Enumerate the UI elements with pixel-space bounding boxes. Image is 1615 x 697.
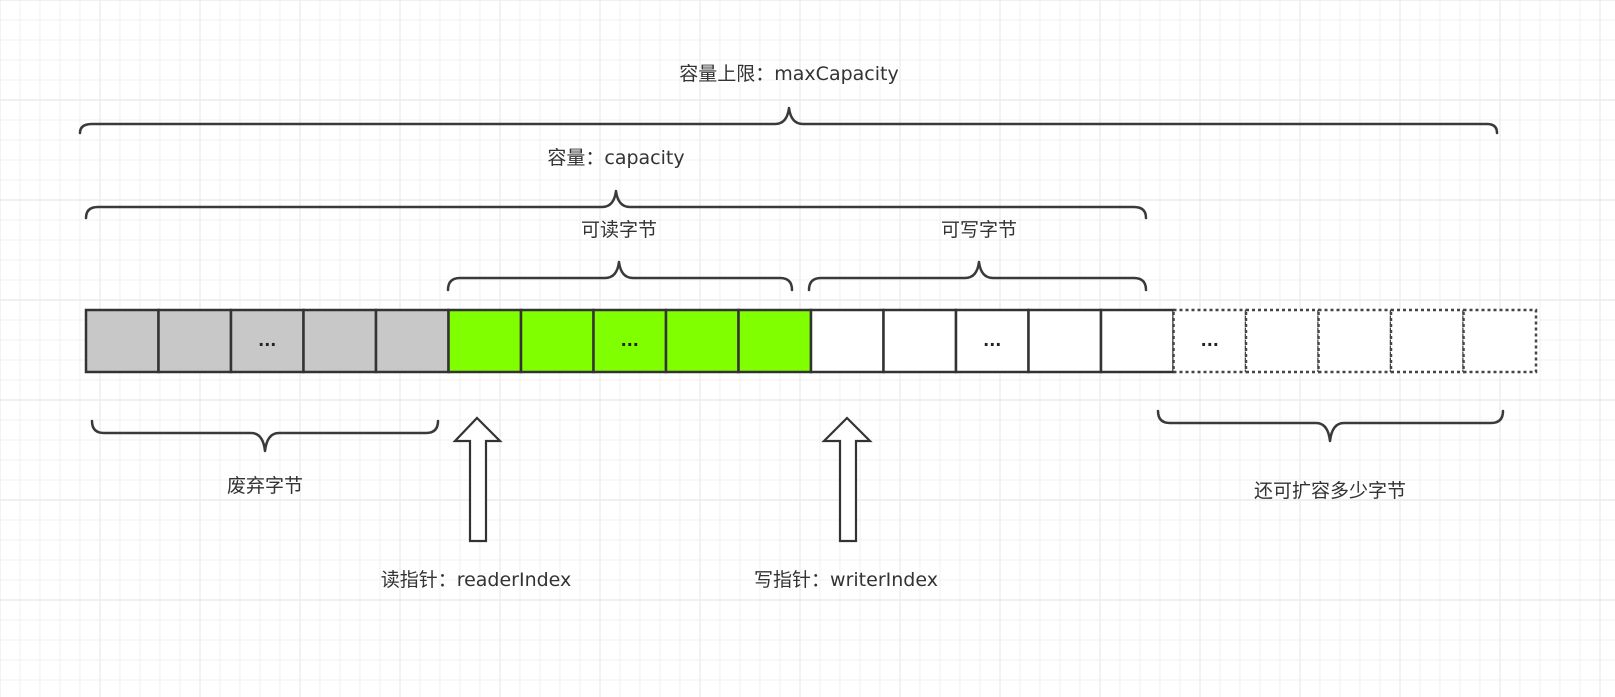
expandable-byte-cell xyxy=(1244,308,1320,374)
max-capacity-label: 容量上限：maxCapacity xyxy=(679,63,898,85)
readable-byte-cell xyxy=(519,308,595,374)
writable-byte-cell xyxy=(1027,308,1103,374)
expandable-byte-cell xyxy=(1389,308,1465,374)
writable-byte-cell xyxy=(954,308,1030,374)
discardable-bytes-brace xyxy=(90,419,440,453)
writable-bytes-brace xyxy=(807,260,1148,292)
capacity-label: 容量：capacity xyxy=(547,147,684,169)
expandable-byte-cell xyxy=(1462,308,1538,374)
readable-ellipsis: ... xyxy=(621,331,639,350)
expandable-bytes-brace xyxy=(1156,409,1505,443)
readable-byte-cell xyxy=(592,308,668,374)
writer-index-label: 写指针：writerIndex xyxy=(754,569,938,591)
discarded-byte-cell xyxy=(374,308,450,374)
expandable-ellipsis: ... xyxy=(1201,331,1219,350)
reader-index-label: 读指针：readerIndex xyxy=(381,569,572,591)
discardable-bytes-label: 废弃字节 xyxy=(227,475,303,497)
expandable-byte-cell xyxy=(1317,308,1393,374)
writable-bytes-label: 可写字节 xyxy=(941,219,1017,241)
readable-bytes-label: 可读字节 xyxy=(581,219,657,241)
writable-byte-cell xyxy=(1099,308,1175,374)
discarded-ellipsis: ... xyxy=(258,331,276,350)
writer-index-arrow-icon xyxy=(821,416,873,543)
discarded-byte-cell xyxy=(302,308,378,374)
writable-byte-cell xyxy=(882,308,958,374)
discarded-byte-cell xyxy=(84,308,160,374)
reader-index-arrow-icon xyxy=(452,416,503,543)
readable-bytes-brace xyxy=(446,260,794,292)
expandable-byte-cell xyxy=(1172,308,1248,374)
buffer-cells: ............ xyxy=(84,308,1538,374)
readable-byte-cell xyxy=(447,308,523,374)
readable-byte-cell xyxy=(664,308,740,374)
expandable-bytes-label: 还可扩容多少字节 xyxy=(1254,480,1406,502)
discarded-byte-cell xyxy=(157,308,233,374)
max-capacity-brace xyxy=(78,106,1499,135)
capacity-brace xyxy=(84,189,1148,220)
readable-byte-cell xyxy=(737,308,813,374)
writable-ellipsis: ... xyxy=(983,331,1001,350)
writable-byte-cell xyxy=(809,308,885,374)
